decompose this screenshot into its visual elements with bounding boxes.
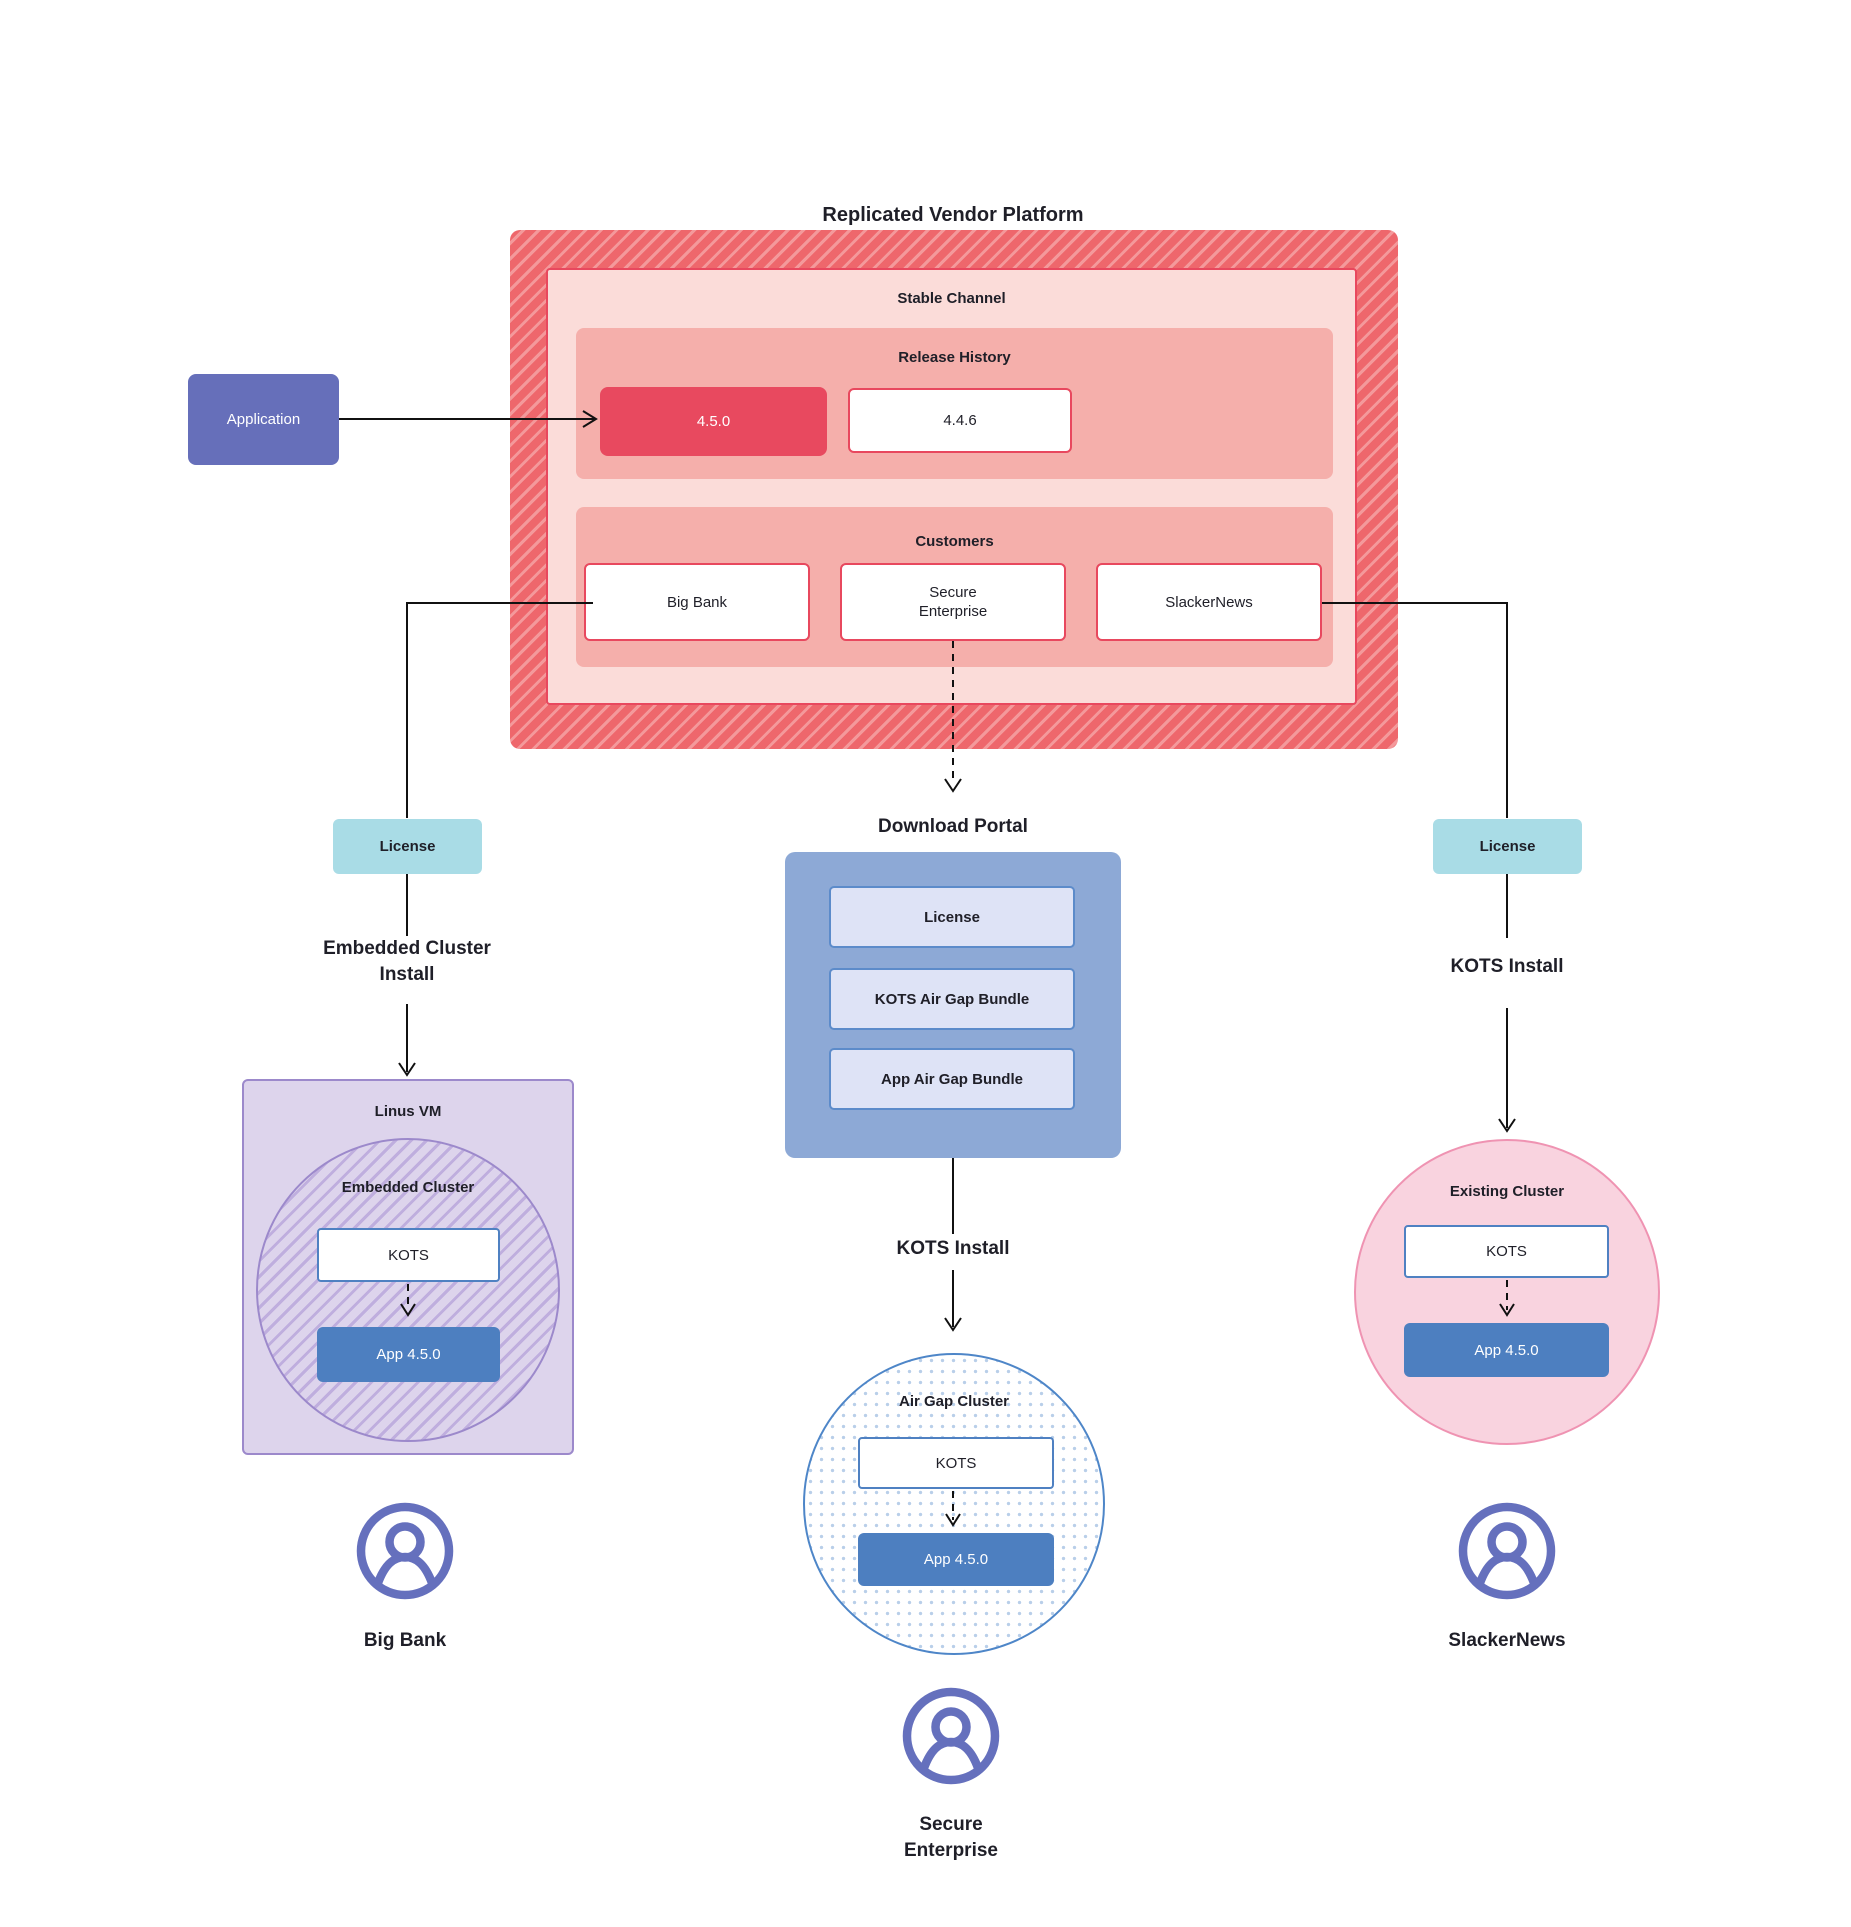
arrow-install-to-existing-head [1498,1118,1516,1133]
user-label-big-bank: Big Bank [363,1630,447,1651]
app-box-embedded: App 4.5.0 [317,1327,500,1382]
license-chip-right: License [1433,819,1582,874]
arrow-kotsinstall-to-airgap-head [944,1317,962,1332]
kots-box-existing: KOTS [1404,1225,1609,1278]
kots-install-label-right: KOTS Install [1450,956,1564,977]
release-history-label: Release History [898,349,1011,366]
arrow-install-to-vm-head [398,1062,416,1077]
diagram-title: Replicated Vendor Platform [822,204,1084,226]
portal-item-kots-air-gap-bundle: KOTS Air Gap Bundle [829,968,1075,1030]
embedded-cluster-install-label: Embedded Cluster Install [323,938,491,985]
release-version-previous: 4.4.6 [848,388,1072,453]
customer-slackernews: SlackerNews [1096,563,1322,641]
app-box-existing: App 4.5.0 [1404,1323,1609,1377]
portal-item-app-air-gap-bundle: App Air Gap Bundle [829,1048,1075,1110]
air-gap-cluster-label: Air Gap Cluster [898,1393,1010,1410]
linus-vm-label: Linus VM [374,1103,442,1120]
user-icon-secure-enterprise [902,1687,1000,1785]
download-portal-title: Download Portal [878,816,1028,837]
kots-box-embedded: KOTS [317,1228,500,1282]
user-label-slackernews: SlackerNews [1448,1630,1566,1651]
download-portal-box: License KOTS Air Gap Bundle App Air Gap … [785,852,1121,1158]
embedded-cluster-label: Embedded Cluster [341,1179,475,1196]
application-box: Application [188,374,339,465]
customers-label: Customers [915,533,994,550]
portal-item-license: License [829,886,1075,948]
customer-secure-enterprise: Secure Enterprise [840,563,1066,641]
existing-cluster-label: Existing Cluster [1449,1183,1565,1200]
stable-channel-label: Stable Channel [897,290,1006,307]
user-icon-big-bank [356,1502,454,1600]
air-gap-cluster-circle [803,1353,1105,1655]
dashed-secure-to-portal-head [944,778,962,793]
release-version-current: 4.5.0 [600,387,827,456]
user-label-secure-enterprise: Secure Enterprise [904,1814,998,1861]
license-chip-left: License [333,819,482,874]
app-box-airgap: App 4.5.0 [858,1533,1054,1586]
kots-box-airgap: KOTS [858,1437,1054,1489]
customer-big-bank: Big Bank [584,563,810,641]
kots-install-label-middle: KOTS Install [896,1238,1010,1259]
user-icon-slackernews [1458,1502,1556,1600]
